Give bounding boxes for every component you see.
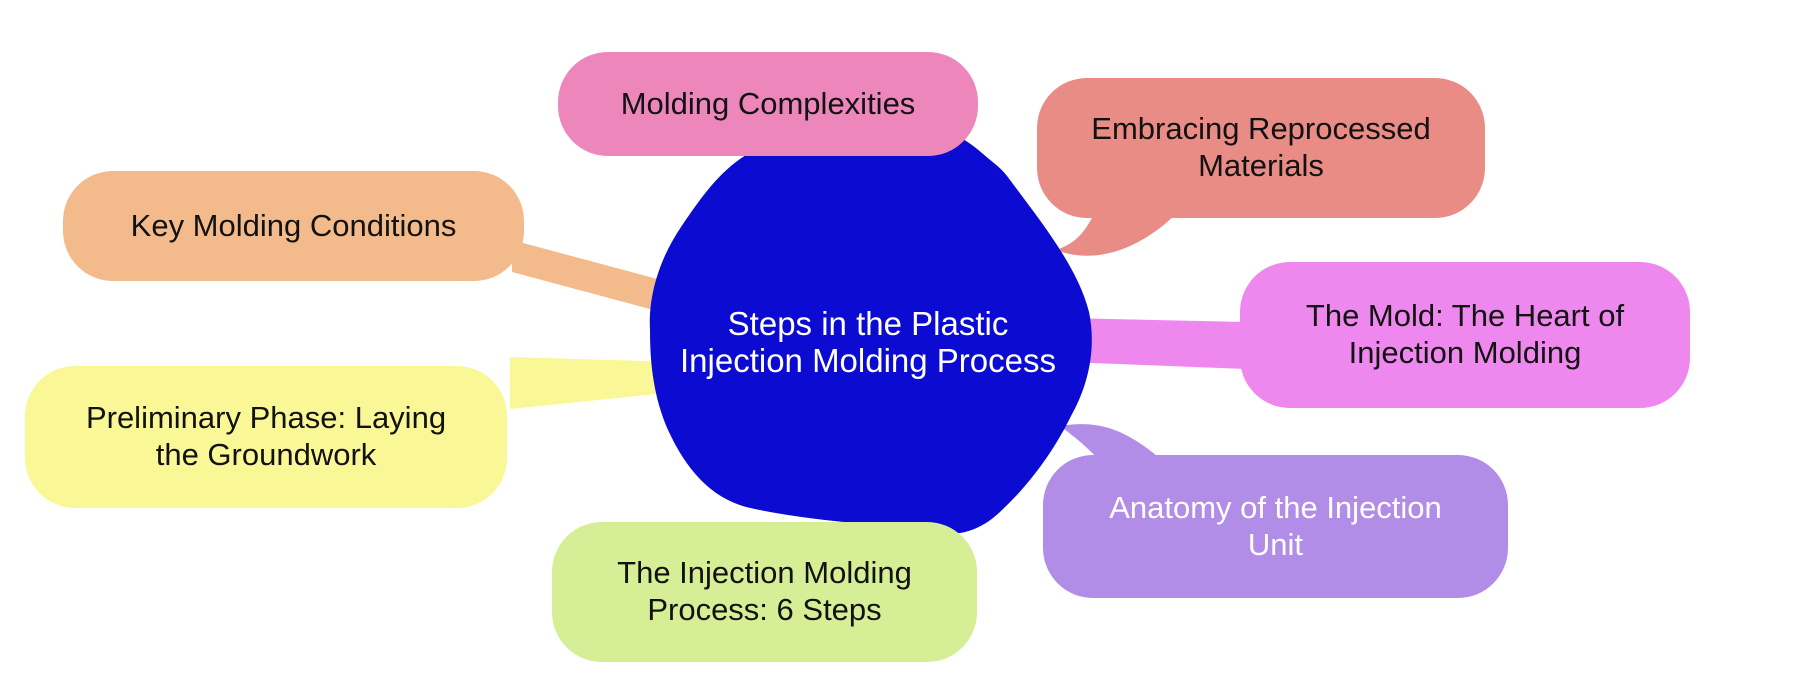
connector-key-molding-conditions [512,240,676,316]
node-key-molding-conditions[interactable]: Key Molding Conditions [63,171,524,281]
node-the-injection-molding-process-6-steps[interactable]: The Injection Molding Process: 6 Steps [552,522,977,662]
connector-preliminary-phase [510,357,676,409]
node-label-line: Key Molding Conditions [130,207,457,243]
node-the-mold-heart-of-injection-molding[interactable]: The Mold: The Heart of Injection Molding [1240,262,1690,408]
center-topic-line1: Steps in the Plastic [727,305,1009,343]
node-label-line: Injection Molding [1348,335,1582,370]
center-topic-blob[interactable] [649,114,1092,534]
node-preliminary-phase-laying-the-groundwork[interactable]: Preliminary Phase: Laying the Groundwork [25,366,507,508]
connector-anatomy-injection-unit [1060,424,1162,460]
connector-the-mold [1066,318,1246,369]
center-topic-label[interactable]: Steps in the Plastic Injection Molding P… [648,295,1088,391]
node-anatomy-of-the-injection-unit[interactable]: Anatomy of the Injection Unit [1043,455,1508,598]
node-embracing-reprocessed-materials[interactable]: Embracing Reprocessed Materials [1037,78,1485,218]
node-label-line: Anatomy of the Injection [1109,489,1442,525]
connector-embracing-reprocessed-materials [1056,214,1176,256]
node-label-line: Preliminary Phase: Laying [85,400,447,436]
node-label-line: Materials [1198,148,1324,183]
node-label-line: Process: 6 Steps [647,592,882,627]
node-label-line: The Injection Molding [617,555,912,591]
node-label-line: The Mold: The Heart of [1305,298,1625,334]
node-label-line: Molding Complexities [620,85,916,121]
node-label-line: Unit [1247,526,1304,562]
node-label-line: Embracing Reprocessed [1091,111,1431,147]
center-topic-line2: Injection Molding Process [679,342,1057,379]
node-molding-complexities[interactable]: Molding Complexities [558,52,978,156]
node-label-line: the Groundwork [155,437,377,472]
